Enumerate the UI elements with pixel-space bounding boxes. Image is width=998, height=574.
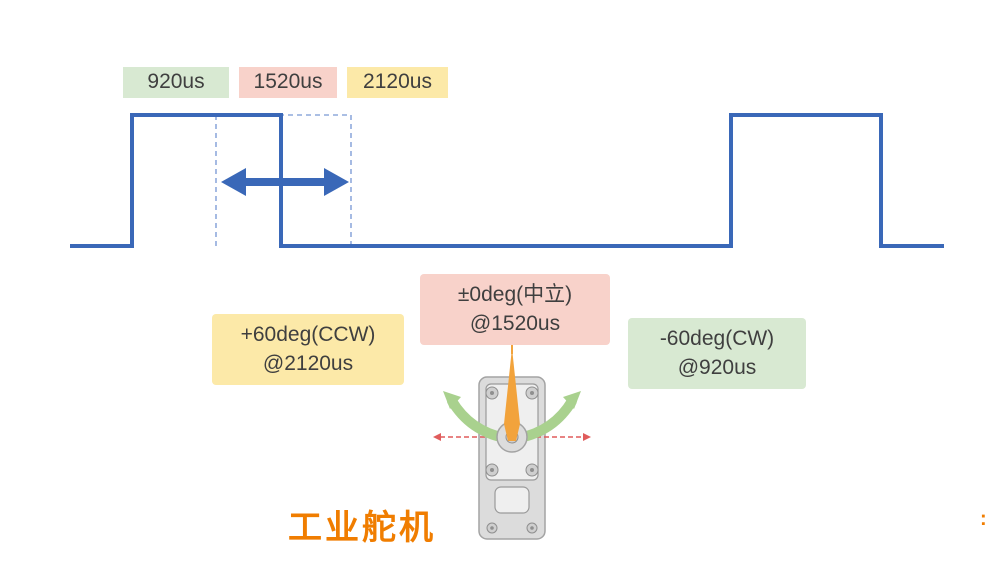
note-neutral-line1: ±0deg(中立)	[457, 283, 573, 306]
note-neutral-angle: ±0deg(中立) @1520us	[420, 274, 610, 345]
tag-920us: 920us	[123, 67, 229, 98]
note-ccw-angle: +60deg(CCW) @2120us	[212, 314, 404, 385]
note-ccw-line2: @2120us	[262, 352, 354, 376]
tag-1520us: 1520us	[239, 67, 337, 98]
note-cw-line1: -60deg(CW)	[659, 327, 775, 350]
pulse-width-arrow-icon	[221, 168, 349, 196]
note-ccw-line1: +60deg(CCW)	[240, 323, 376, 346]
note-neutral-line2: @1520us	[469, 312, 561, 336]
note-cw-line2: @920us	[677, 356, 757, 380]
footer-mark: :	[980, 508, 987, 530]
pwm-waveform	[70, 113, 944, 248]
tag-2120us: 2120us	[347, 67, 448, 98]
caption-industrial-servo: 工业舵机	[288, 509, 436, 547]
note-cw-angle: -60deg(CW) @920us	[628, 318, 806, 389]
